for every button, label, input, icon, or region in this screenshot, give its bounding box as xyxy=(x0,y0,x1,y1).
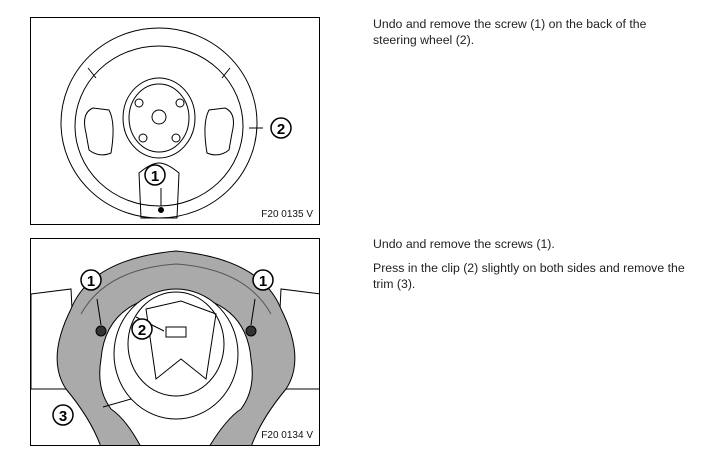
figure-id: F20 0135 V xyxy=(261,209,313,220)
callout-1-left: 1 xyxy=(87,273,95,290)
instruction-paragraph: Undo and remove the screw (1) on the bac… xyxy=(373,17,647,47)
instruction-paragraph: Undo and remove the screws (1). xyxy=(373,237,555,251)
steering-wheel-back-illustration: 1 2 xyxy=(60,27,292,219)
figure-steering-wheel-back: 1 2 F20 0135 V xyxy=(30,17,320,225)
callout-2: 2 xyxy=(138,322,146,339)
callout-1: 1 xyxy=(151,168,159,185)
callout-2: 2 xyxy=(277,121,285,138)
figure-steering-wheel-trim: 1 1 2 3 F20 0134 V xyxy=(30,238,320,446)
instruction-paragraph: Press in the clip (2) slightly on both s… xyxy=(373,261,685,291)
figure-id: F20 0134 V xyxy=(261,430,313,441)
callout-3: 3 xyxy=(59,408,67,425)
steering-wheel-trim-illustration: 1 1 2 3 xyxy=(31,250,319,445)
step-2-text: Undo and remove the screws (1). Press in… xyxy=(373,236,693,292)
callout-1-right: 1 xyxy=(259,273,267,290)
step-1-text: Undo and remove the screw (1) on the bac… xyxy=(373,16,693,48)
